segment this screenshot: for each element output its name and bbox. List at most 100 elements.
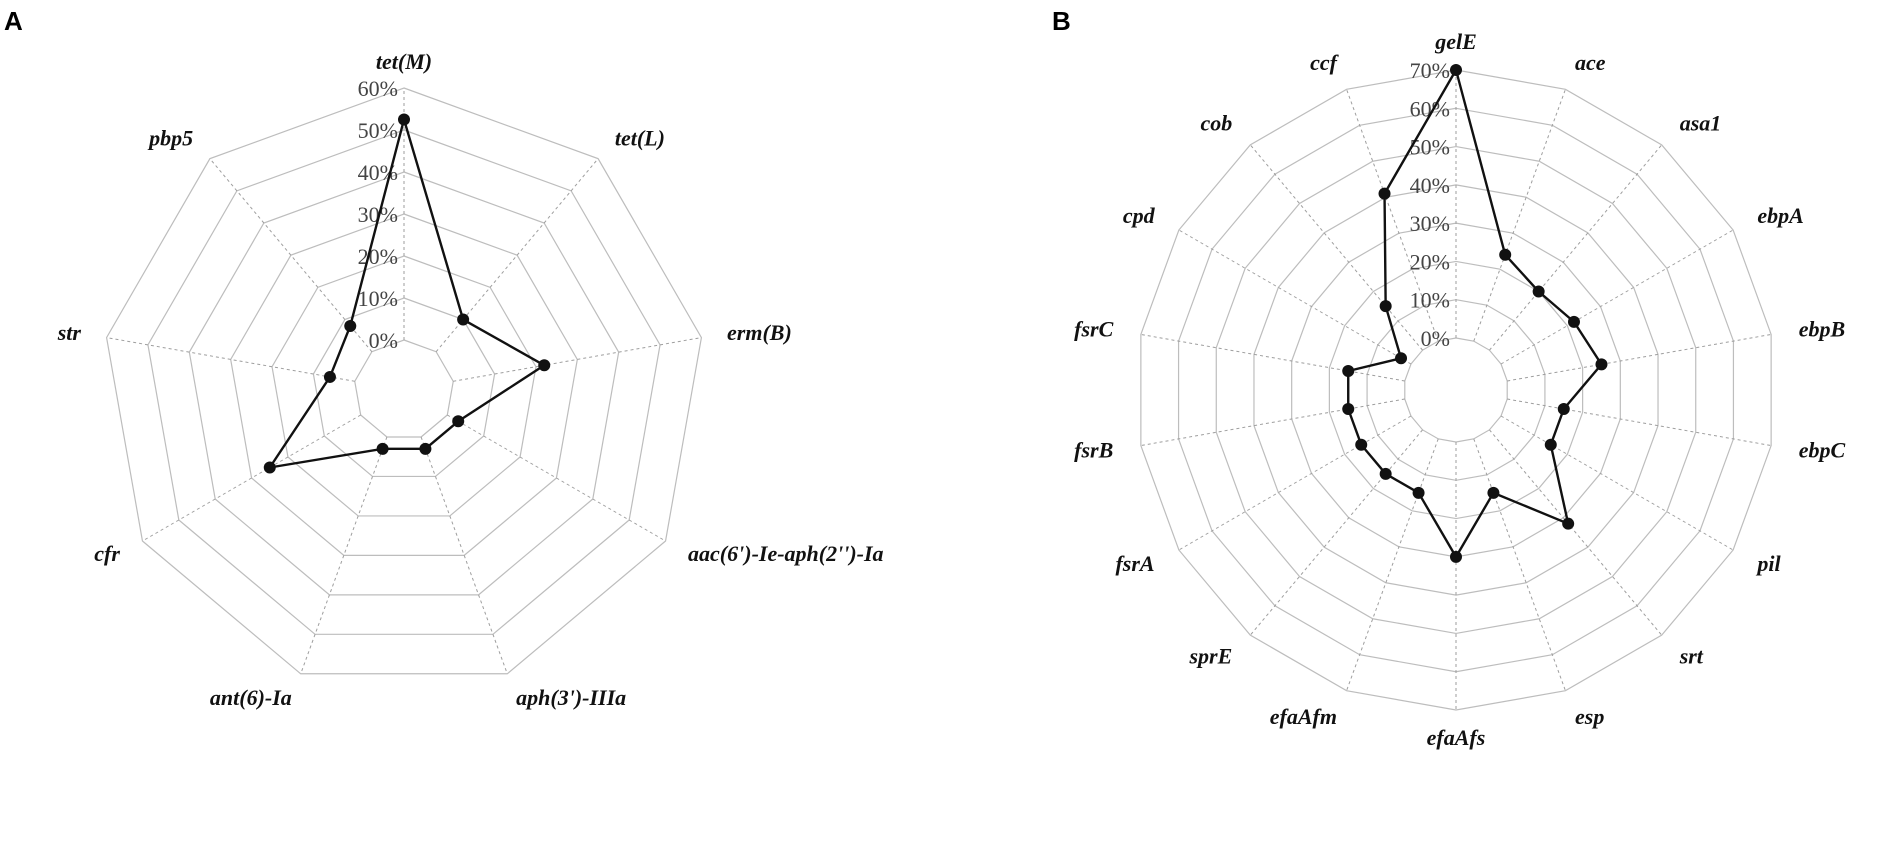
series-line [1347,68,1603,559]
axis-spoke [1507,398,1772,447]
data-point-fsrc [1342,364,1355,377]
axis-label-str: str [57,320,82,345]
tick-label: 70% [1410,58,1450,83]
data-point-ebpa [1567,315,1580,328]
data-point-pbp5 [344,319,357,332]
data-point-tet-l [457,313,470,326]
axis-spoke [142,414,361,542]
axis-spoke [106,337,355,382]
axis-label-pil: pil [1755,551,1781,576]
data-point-erm-b [538,359,551,372]
axis-spoke [1473,438,1566,691]
grid-ring [1140,69,1772,711]
grid-ring [1253,184,1659,596]
axis-spoke [1500,415,1734,551]
axis-label-erm-b: erm(B) [727,320,792,345]
axis-label-aph-3-iiia: aph(3')-IIIa [516,685,626,710]
axis-spoke [1178,229,1412,365]
axis-label-ace: ace [1575,50,1606,75]
axis-spoke [1346,89,1439,342]
data-point-aac-6-ie-aph-2-ia [452,415,465,428]
axis-spoke [1500,229,1734,365]
axis-spoke [1489,429,1663,636]
axis-label-cfr: cfr [94,541,120,566]
grid-ring-zero [354,339,454,438]
grid-ring [105,87,703,675]
data-point-cfr [263,461,276,474]
data-point-spre [1379,467,1392,480]
data-point-cob [1379,300,1392,313]
data-point-esp [1487,486,1500,499]
data-point-efaafs [1450,550,1462,563]
tick-label: 0% [1421,326,1450,351]
axis-spoke [1473,89,1566,342]
data-point-ant-6-ia [376,442,389,455]
data-point-ebpb [1595,358,1608,371]
axis-label-esp: esp [1575,704,1604,729]
axis-spoke [209,158,373,353]
axis-label-ant-6-ia: ant(6)-Ia [210,685,292,710]
data-point-pil [1544,438,1557,451]
axis-spoke [1249,429,1423,636]
radar-chart-a: 0%10%20%30%40%50%60%tet(M)tet(L)erm(B)aa… [57,49,884,710]
axis-label-ebpb: ebpB [1799,317,1845,342]
data-point-efaafm [1412,486,1425,499]
tick-label: 20% [358,244,398,269]
axis-spoke [453,337,702,382]
axis-spoke [1140,398,1405,447]
axis-label-tet-m: tet(M) [376,49,432,74]
axis-label-tet-l: tet(L) [615,126,665,151]
axis-label-pbp5: pbp5 [147,126,193,151]
axis-label-aac-6-ie-aph-2-ia: aac(6')-Ie-aph(2'')-Ia [688,541,884,566]
axis-spoke [1249,144,1423,351]
axis-label-ebpc: ebpC [1799,437,1846,462]
grid-ring [1328,260,1584,520]
data-point-tet-m [398,113,410,126]
axis-label-fsra: fsrA [1115,551,1154,576]
data-point-ebpc [1557,403,1570,416]
series-line [268,118,546,469]
axis-spoke [1140,333,1405,382]
data-point-aph-3-iiia [419,442,432,455]
data-point-ccf [1378,187,1391,200]
axis-spoke [1507,333,1772,382]
tick-label: 10% [358,286,398,311]
axis-label-asa1: asa1 [1680,110,1722,135]
tick-label: 0% [369,328,398,353]
grid-ring [1291,222,1621,558]
tick-label: 10% [1410,288,1450,313]
axis-label-efaafm: efaAfm [1270,704,1337,729]
data-point-fsrb [1342,403,1355,416]
axis-label-gele: gelE [1434,29,1477,54]
axis-label-fsrb: fsrB [1074,437,1113,462]
axis-label-ccf: ccf [1310,50,1340,75]
grid-ring [188,171,620,596]
axis-label-srt: srt [1679,644,1704,669]
axis-label-cpd: cpd [1123,203,1156,228]
grid-ring [312,297,496,478]
data-point-fsra [1355,438,1368,451]
tick-label: 20% [1410,249,1450,274]
axis-spoke [300,436,388,674]
axis-spoke [1346,438,1439,691]
axis-spoke [420,436,508,674]
panel-label-a: A [4,6,23,36]
radar-chart-b: 0%10%20%30%40%50%60%70%gelEaceasa1ebpAeb… [1074,29,1845,750]
axis-spoke [447,414,666,542]
axis-spoke [1489,144,1663,351]
data-point-gele [1450,64,1462,76]
grid-ring [271,255,537,517]
tick-label: 40% [1410,173,1450,198]
grid-ring [230,213,578,556]
grid-ring [1366,299,1546,481]
data-point-srt [1562,517,1575,530]
data-point-str [323,370,336,383]
data-point-ace [1499,248,1512,261]
grid-ring [147,129,661,635]
tick-label: 30% [1410,211,1450,236]
tick-label: 50% [358,118,398,143]
axis-label-ebpa: ebpA [1757,203,1803,228]
data-point-cpd [1395,352,1408,365]
axis-spoke [1178,415,1412,551]
axis-label-efaafs: efaAfs [1427,725,1486,750]
